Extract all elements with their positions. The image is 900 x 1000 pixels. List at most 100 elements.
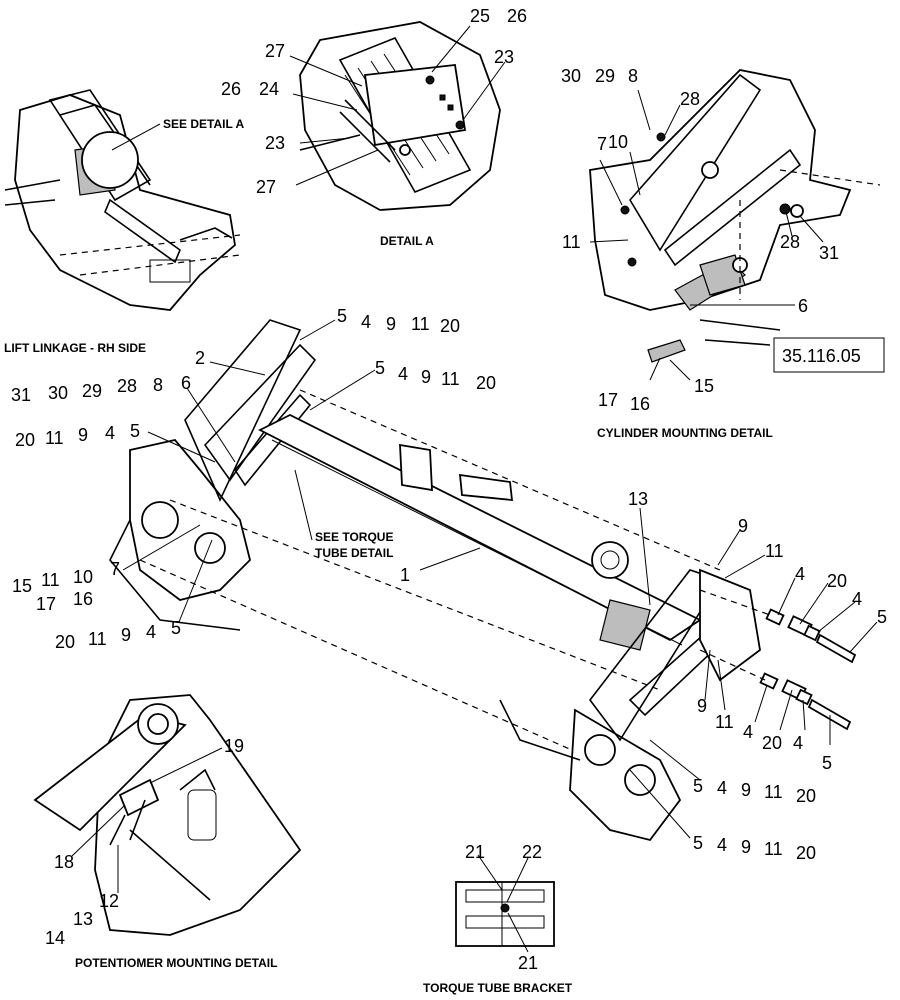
- main-label: 4: [146, 622, 156, 642]
- main-label: 20: [15, 430, 35, 450]
- main-label: 6: [181, 373, 191, 393]
- see-torque-tube-callout: TUBE DETAIL: [315, 546, 393, 560]
- main-label: 2: [195, 348, 205, 368]
- cylinder-label: 6: [798, 296, 808, 316]
- detail-a-leaders: [289, 25, 506, 186]
- detail-a-label: 23: [494, 47, 514, 67]
- detail-a-caption: DETAIL A: [380, 234, 434, 248]
- main-label: 29: [82, 381, 102, 401]
- cylinder-label: 15: [694, 376, 714, 396]
- main-label: 11: [45, 428, 64, 448]
- right-label: 9: [741, 780, 751, 800]
- right-label: 20: [762, 733, 782, 753]
- main-label: 4: [361, 312, 371, 332]
- detail-a-label: 25: [470, 6, 490, 26]
- main-label: 11: [41, 570, 60, 590]
- right-label: 4: [717, 778, 727, 798]
- detail-a-label: 24: [259, 79, 279, 99]
- main-label: 28: [117, 376, 137, 396]
- main-label: 13: [628, 489, 648, 509]
- main-label: 11: [88, 629, 107, 649]
- see-detail-a-callout: SEE DETAIL A: [163, 117, 244, 131]
- potentiometer-leaders: [71, 747, 223, 893]
- main-label: 1: [400, 565, 410, 585]
- see-torque-tube-callout: SEE TORQUE: [315, 530, 393, 544]
- cylinder-mounting-illustration: [589, 69, 881, 363]
- detail-a-label: 23: [265, 133, 285, 153]
- detail-a-label: 27: [265, 41, 285, 61]
- main-label: 11: [411, 314, 430, 334]
- detail-a-label: 26: [507, 6, 527, 26]
- potentiometer-label: 18: [54, 852, 74, 872]
- main-label: 9: [121, 625, 131, 645]
- main-label: 16: [73, 589, 93, 609]
- torque-bracket-leaders: [477, 854, 529, 953]
- right-label: 20: [827, 571, 847, 591]
- reference-box: [773, 337, 885, 373]
- main-label: 20: [55, 632, 75, 652]
- torque-bracket-label: 21: [518, 953, 538, 973]
- right-label: 11: [764, 839, 783, 859]
- cylinder-label: 16: [630, 394, 650, 414]
- see-detail-a-leader: [111, 123, 161, 151]
- cylinder-mounting-caption: CYLINDER MOUNTING DETAIL: [597, 426, 773, 440]
- main-leaders: [122, 319, 878, 839]
- main-label: 30: [48, 383, 68, 403]
- main-label: 17: [36, 594, 56, 614]
- lift-linkage-caption: LIFT LINKAGE - RH SIDE: [4, 341, 146, 355]
- right-label: 20: [796, 843, 816, 863]
- cylinder-label: 31: [819, 243, 839, 263]
- potentiometer-label: 13: [73, 909, 93, 929]
- cylinder-label: 28: [780, 232, 800, 252]
- torque-tube-bracket-illustration: [455, 881, 555, 947]
- cylinder-label: 17: [598, 390, 618, 410]
- torque-bracket-label: 21: [465, 842, 485, 862]
- right-label: 9: [741, 837, 751, 857]
- right-label: 4: [852, 589, 862, 609]
- main-label: 5: [375, 358, 385, 378]
- right-label: 5: [877, 607, 887, 627]
- cylinder-label: 28: [680, 89, 700, 109]
- main-label: 31: [11, 385, 31, 405]
- potentiometer-label: 19: [224, 736, 244, 756]
- right-label: 20: [796, 786, 816, 806]
- lift-linkage-illustration: [4, 89, 241, 311]
- cylinder-label: 8: [628, 66, 638, 86]
- main-label: 5: [171, 618, 181, 638]
- reference-number: 35.116.05: [782, 346, 861, 366]
- main-label: 5: [337, 306, 347, 326]
- potentiometer-illustration: [33, 694, 302, 936]
- right-label: 11: [765, 541, 784, 561]
- main-label: 7: [110, 559, 120, 579]
- main-label: 8: [153, 375, 163, 395]
- potentiometer-label: 12: [99, 891, 119, 911]
- cylinder-label: 7: [597, 134, 607, 154]
- main-label: 4: [105, 423, 115, 443]
- cylinder-label: 10: [608, 132, 628, 152]
- cylinder-leaders: [589, 89, 824, 381]
- right-label: 9: [738, 516, 748, 536]
- right-label: 11: [764, 782, 783, 802]
- main-label: 9: [78, 425, 88, 445]
- cylinder-label: 30: [561, 66, 581, 86]
- detail-a-illustration: [299, 21, 501, 211]
- main-label: 9: [386, 314, 396, 334]
- main-label: 11: [441, 369, 460, 389]
- right-label: 4: [743, 722, 753, 742]
- main-label: 20: [476, 373, 496, 393]
- main-label: 5: [130, 421, 140, 441]
- potentiometer-label: 14: [45, 928, 65, 948]
- main-label: 4: [398, 364, 408, 384]
- right-label: 11: [715, 712, 734, 732]
- main-label: 10: [73, 567, 93, 587]
- right-label: 5: [693, 776, 703, 796]
- torque-bracket-label: 22: [522, 842, 542, 862]
- right-label: 4: [793, 733, 803, 753]
- main-label: 20: [440, 316, 460, 336]
- detail-a-label: 27: [256, 177, 276, 197]
- cylinder-label: 29: [595, 66, 615, 86]
- cylinder-label: 11: [562, 232, 581, 252]
- right-label: 5: [693, 833, 703, 853]
- main-label: 9: [421, 367, 431, 387]
